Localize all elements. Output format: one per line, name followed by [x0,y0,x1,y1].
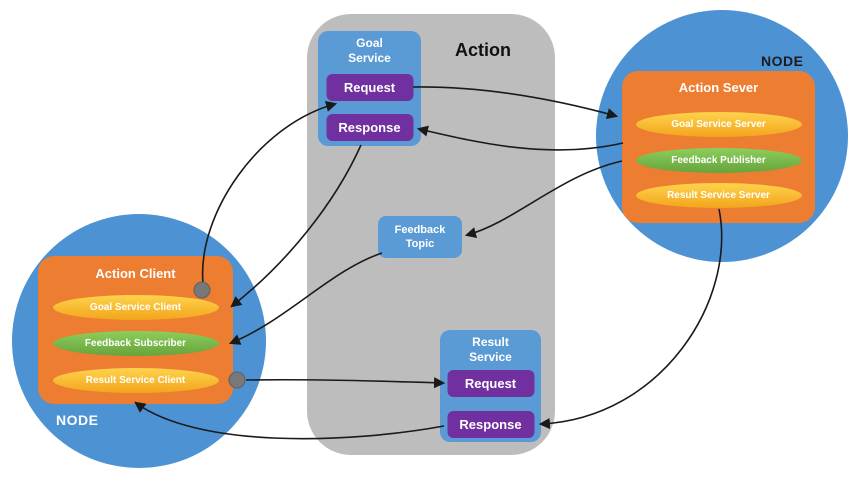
client-node-label: NODE [56,412,99,428]
action-server-box: Action Sever Goal Service Server Feedbac… [622,71,815,223]
goal-request-box: Request [326,74,413,101]
action-server-title: Action Sever [678,80,759,95]
feedback-topic-box: Feedback Topic [378,216,462,258]
action-client-title: Action Client [95,266,176,281]
result-service-server-pill: Result Service Server [635,183,802,208]
goal-service-client-pill: Goal Service Client [52,295,219,320]
goal-response-box: Response [326,114,413,141]
result-service-title: Result Service [469,335,512,364]
result-service-client-pill: Result Service Client [52,368,219,393]
action-panel-title: Action [455,40,511,60]
goal-service-box: Goal Service Request Response [318,31,421,146]
server-node-label: NODE [761,53,804,69]
action-client-box: Action Client Goal Service Client Feedba… [38,256,233,404]
result-request-box: Request [447,370,534,397]
goal-service-title: Goal Service [348,36,391,65]
goal-service-server-pill: Goal Service Server [635,112,802,137]
feedback-subscriber-pill: Feedback Subscriber [52,331,219,356]
result-response-box: Response [447,411,534,438]
feedback-topic-title: Feedback Topic [394,223,446,250]
feedback-publisher-pill: Feedback Publisher [635,148,802,173]
result-service-box: Result Service Request Response [440,330,541,442]
